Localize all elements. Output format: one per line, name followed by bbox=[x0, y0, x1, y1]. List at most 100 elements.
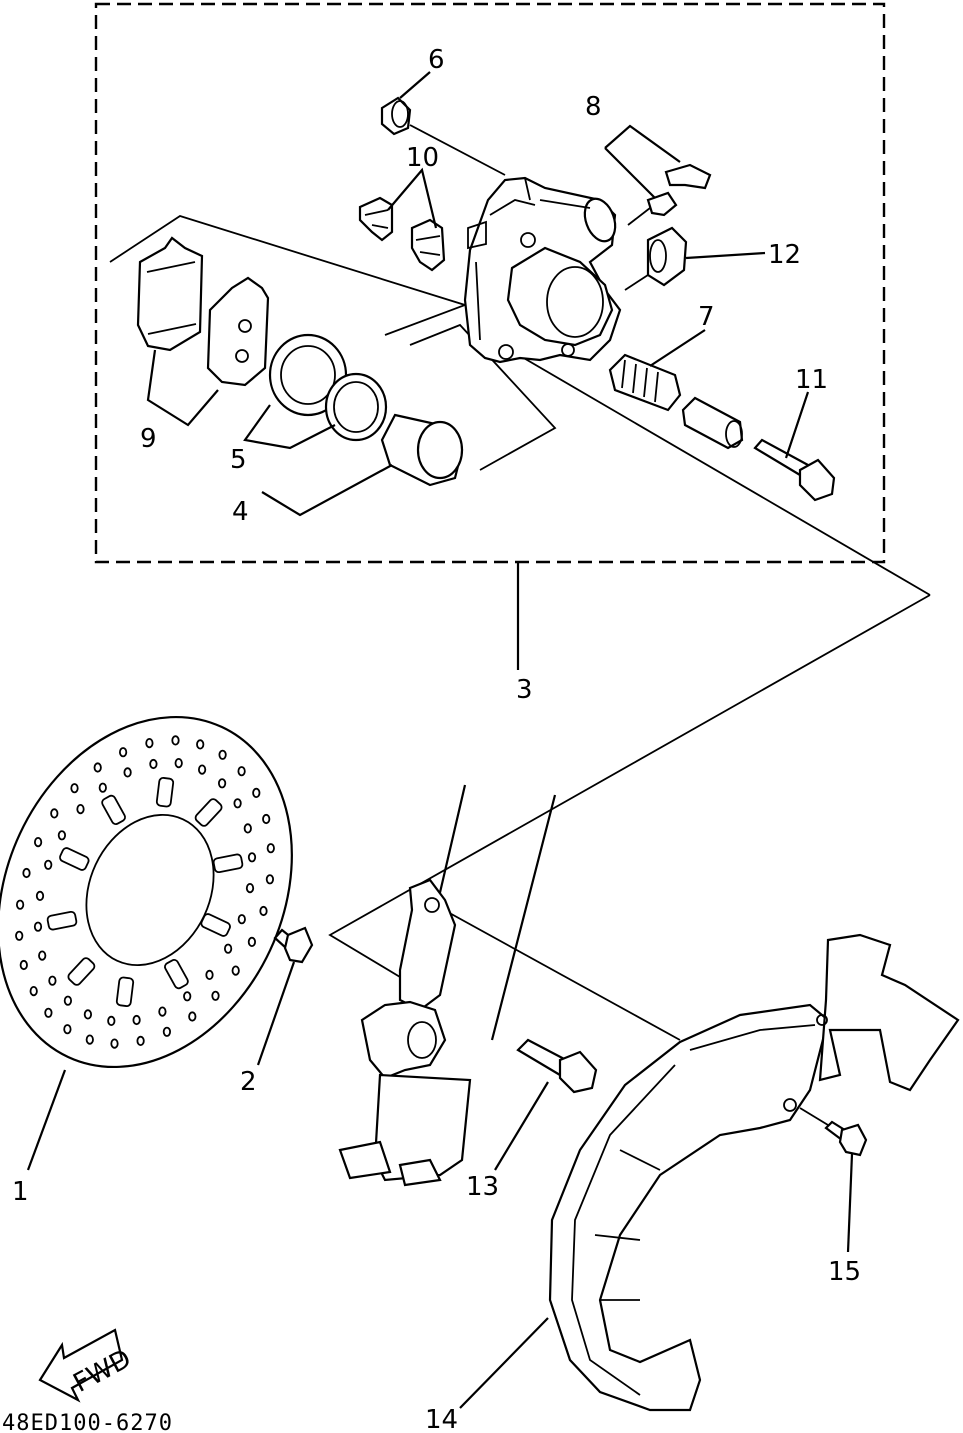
disc-drill-hole bbox=[243, 823, 252, 834]
disc-drill-hole bbox=[259, 905, 268, 917]
callout-12: 12 bbox=[768, 240, 801, 270]
disc-drill-hole bbox=[98, 782, 107, 793]
disc-drill-hole bbox=[63, 1024, 72, 1035]
disc-drill-hole bbox=[76, 803, 85, 815]
caliper-bolt bbox=[753, 438, 836, 502]
disc-drill-hole bbox=[149, 758, 158, 770]
disc-drill-hole bbox=[233, 798, 242, 809]
disc-bolt bbox=[273, 926, 314, 964]
disc-drill-hole bbox=[110, 1038, 119, 1049]
disc-drill-hole bbox=[231, 965, 240, 976]
disc-vent-slot bbox=[194, 798, 223, 827]
disc-vent-slot bbox=[67, 957, 96, 986]
disc-drill-hole bbox=[44, 1007, 53, 1018]
dust-seal bbox=[324, 372, 388, 442]
bleed-screw-cap bbox=[664, 163, 712, 190]
bolt-15-reference-line bbox=[799, 1107, 829, 1126]
disc-vent-slot bbox=[164, 958, 189, 990]
disc-drill-hole bbox=[247, 936, 256, 948]
brake-pad-inner bbox=[136, 236, 204, 352]
disc-drill-hole bbox=[136, 1035, 145, 1047]
leader-7 bbox=[649, 329, 706, 367]
disc-drill-hole bbox=[252, 787, 261, 799]
forward-arrow-icon: FWD bbox=[38, 1328, 136, 1403]
disc-drill-hole bbox=[262, 813, 271, 825]
disc-drill-hole bbox=[211, 990, 220, 1001]
bleed-cap bbox=[380, 96, 412, 136]
disc-drill-hole bbox=[266, 843, 275, 854]
callout-1: 1 bbox=[12, 1177, 29, 1207]
disc-drill-hole bbox=[29, 985, 38, 997]
disc-cover-bolt bbox=[824, 1120, 868, 1157]
callout-11: 11 bbox=[795, 365, 828, 395]
leader-4 bbox=[261, 464, 393, 517]
disc-vent-slot bbox=[115, 976, 135, 1007]
pad-retainer-clip-right bbox=[410, 218, 446, 272]
callout-2: 2 bbox=[240, 1067, 257, 1097]
disc-drill-hole bbox=[63, 995, 73, 1006]
callout-6: 6 bbox=[428, 45, 445, 75]
guide-pin-reference-line bbox=[509, 349, 931, 596]
drawing-code: 48ED100-6270 bbox=[2, 1411, 173, 1433]
callout-8: 8 bbox=[585, 92, 602, 122]
disc-drill-hole bbox=[57, 830, 67, 841]
disc-drill-hole bbox=[158, 1006, 167, 1017]
disc-drill-hole bbox=[19, 959, 28, 971]
disc-drill-hole bbox=[33, 921, 43, 932]
caliper-piston bbox=[380, 413, 464, 487]
leader-6 bbox=[399, 71, 431, 99]
disc-drill-hole bbox=[44, 859, 53, 870]
leader-9 bbox=[146, 349, 219, 427]
pad-reference-line bbox=[109, 215, 468, 336]
leader-10 bbox=[387, 167, 438, 229]
disc-drill-hole bbox=[162, 1026, 171, 1037]
disc-drill-hole bbox=[218, 778, 227, 789]
disc-drill-hole bbox=[237, 766, 246, 777]
callout-5: 5 bbox=[230, 445, 247, 475]
disc-drill-hole bbox=[145, 737, 154, 749]
disc-drill-hole bbox=[188, 1011, 197, 1022]
pad-retainer-clip-left bbox=[358, 196, 394, 242]
disc-vent-slot bbox=[46, 910, 78, 931]
disc-drill-hole bbox=[33, 836, 43, 848]
disc-drill-hole bbox=[38, 950, 47, 961]
disc-drill-hole bbox=[198, 764, 207, 775]
disc-drill-hole bbox=[245, 882, 255, 894]
disc-vent-slot bbox=[200, 913, 231, 937]
brake-pad-outer bbox=[206, 276, 270, 387]
disc-drill-hole bbox=[85, 1034, 94, 1045]
disc-drill-hole bbox=[174, 757, 183, 769]
disc-drill-hole bbox=[183, 991, 192, 1002]
leader-15 bbox=[846, 1153, 854, 1253]
callout-7: 7 bbox=[698, 302, 715, 332]
callout-4: 4 bbox=[232, 497, 249, 527]
disc-drill-hole bbox=[171, 735, 180, 746]
plug-shaft-line bbox=[624, 274, 649, 291]
leader-5 bbox=[243, 404, 336, 450]
disc-drill-hole bbox=[123, 767, 132, 778]
disc-drill-hole bbox=[50, 808, 59, 819]
bleed-screw bbox=[627, 191, 678, 226]
leader-2 bbox=[256, 961, 296, 1066]
disc-drill-hole bbox=[22, 867, 31, 879]
leader-8 bbox=[604, 124, 681, 199]
disc-drill-hole bbox=[205, 969, 214, 981]
leader-12 bbox=[685, 251, 766, 260]
disc-vent-slot bbox=[212, 853, 244, 874]
disc-drill-hole bbox=[48, 975, 57, 986]
caliper-body bbox=[463, 176, 622, 364]
disc-drill-hole bbox=[15, 930, 24, 941]
leader-13 bbox=[494, 1081, 549, 1171]
disc-drill-hole bbox=[218, 749, 227, 760]
callout-9: 9 bbox=[140, 424, 157, 454]
callout-10: 10 bbox=[406, 143, 439, 173]
disc-drill-hole bbox=[93, 762, 102, 773]
disc-vent-slot bbox=[155, 777, 175, 808]
disc-cover bbox=[548, 933, 960, 1412]
disc-drill-hole bbox=[196, 739, 205, 750]
disc-drill-hole bbox=[224, 943, 233, 954]
leader-14 bbox=[459, 1317, 549, 1409]
mount-reference-line bbox=[328, 594, 931, 981]
seal-reference-line bbox=[409, 323, 557, 471]
